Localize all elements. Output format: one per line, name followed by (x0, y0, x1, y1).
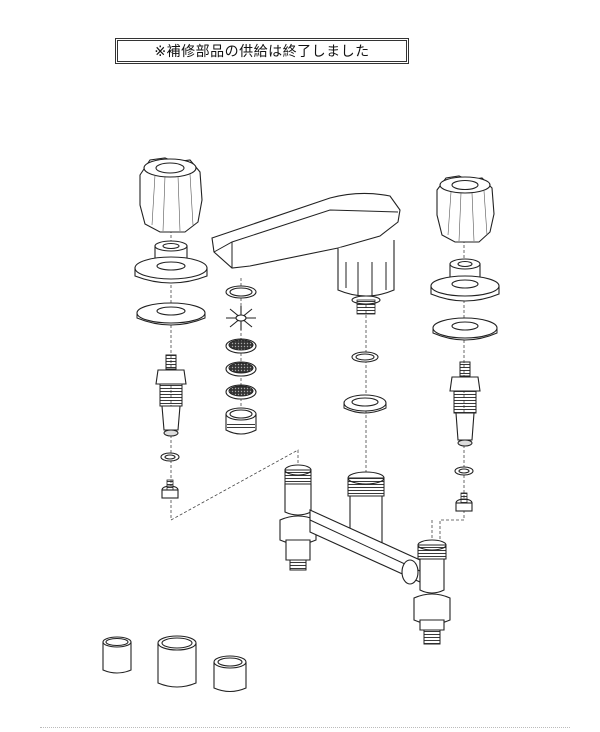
aerator-mesh-3 (225, 384, 257, 400)
bottom-divider (40, 727, 570, 728)
faucet-body-pipe (279, 464, 451, 645)
left-valve-assembly (134, 157, 208, 505)
left-o-ring (160, 452, 180, 462)
aerator-mesh-2 (225, 361, 257, 377)
sleeve-small (102, 636, 132, 674)
aerator-gasket (225, 285, 257, 299)
aerator-star-insert (226, 306, 256, 330)
right-washer (432, 317, 498, 341)
right-cartridge (449, 361, 481, 447)
left-riser (279, 464, 317, 571)
spout-o-ring (351, 351, 379, 363)
right-valve-assembly (430, 175, 500, 520)
discontinued-notice: ※補修部品の供給は終了しました (115, 38, 409, 64)
spout-washer (343, 394, 387, 414)
right-handle-knob (436, 175, 495, 243)
left-stopper (161, 479, 179, 499)
notice-text: ※補修部品の供給は終了しました (154, 44, 370, 60)
left-cartridge (155, 354, 187, 437)
right-escutcheon (430, 275, 500, 302)
left-handle-knob (139, 157, 203, 233)
left-escutcheon (134, 256, 208, 284)
sleeve-medium (213, 655, 247, 693)
right-riser (413, 539, 451, 645)
right-stopper (455, 492, 473, 512)
spout-body (211, 192, 401, 315)
left-washer (136, 302, 206, 326)
spout-assembly (211, 192, 401, 470)
sleeve-large (157, 635, 197, 688)
aerator-mesh-1 (225, 338, 257, 354)
right-o-ring (454, 466, 474, 476)
aerator-cap (225, 407, 257, 435)
